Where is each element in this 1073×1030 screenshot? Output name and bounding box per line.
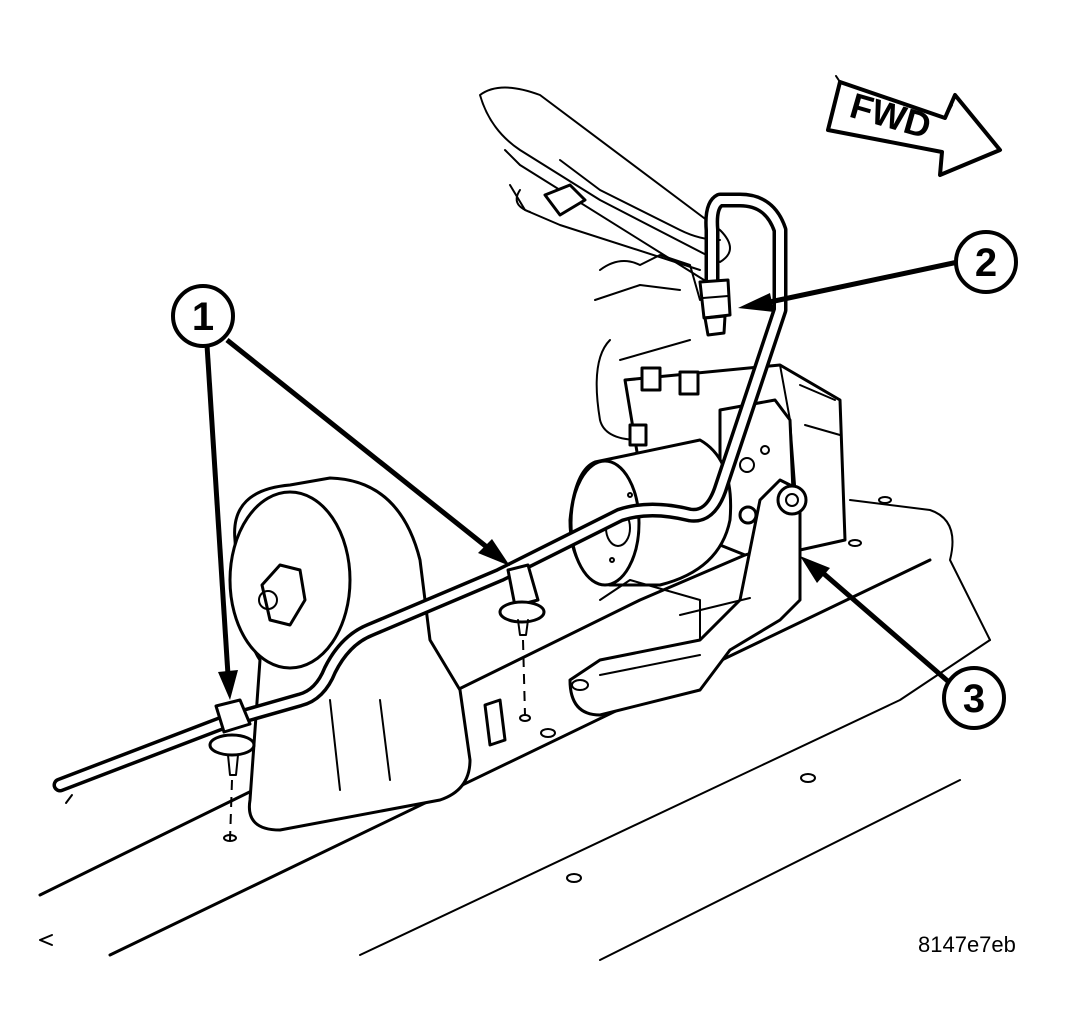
- callout-3: 3: [942, 666, 1006, 730]
- engine-mount: [228, 476, 507, 832]
- callout-2-leader: [738, 259, 959, 312]
- callout-3-leader: [800, 556, 952, 685]
- figure-id-label: 8147e7eb: [918, 932, 1016, 957]
- callout-1: 1: [171, 284, 235, 348]
- callout-3-label: 3: [963, 677, 985, 721]
- brake-tube-nut: [698, 278, 732, 337]
- callout-2: 2: [954, 230, 1018, 294]
- background-brake-tubes: [479, 86, 731, 441]
- fwd-direction-arrow: FWD: [826, 75, 1002, 177]
- retaining-clip-left: [208, 698, 256, 841]
- callout-1-label: 1: [192, 295, 214, 339]
- brake-line: [52, 192, 788, 804]
- hcu-mounting-bracket: [568, 478, 808, 717]
- retaining-clip-right: [498, 563, 546, 716]
- callout-1-leaders: [204, 338, 510, 700]
- callout-2-label: 2: [975, 241, 997, 285]
- frame-rail: [38, 496, 991, 961]
